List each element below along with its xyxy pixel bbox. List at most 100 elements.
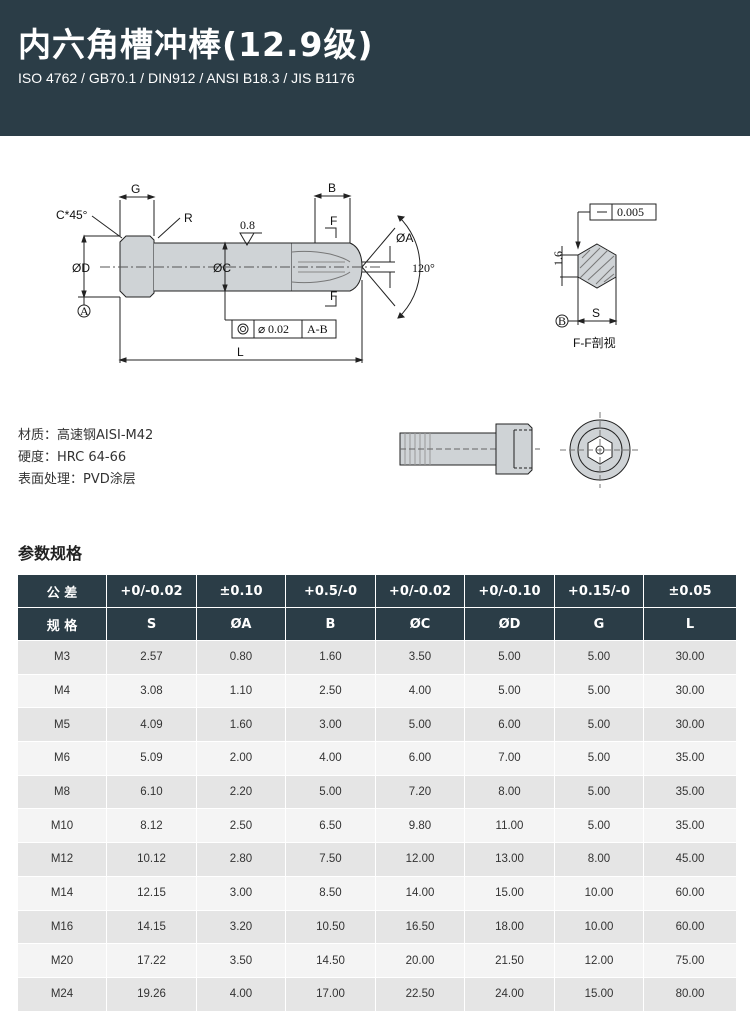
table-cell: 1.60 [285,640,376,675]
label-b: B [328,181,336,195]
table-cell: 7.50 [285,842,376,877]
label-section: F-F剖视 [573,335,616,350]
table-cell: 13.00 [464,842,555,877]
table-cell: 8.00 [464,774,555,810]
hardness-text: 硬度：HRC 64-66 [18,450,127,465]
header-cell: S [106,607,197,641]
table-cell: 45.00 [643,842,737,877]
table-cell: 75.00 [643,943,737,978]
table-cell: 18.00 [464,909,555,945]
label-runout-tol: 0.02 [268,322,289,336]
table-cell: 3.50 [375,640,465,675]
table-cell: 10.00 [554,909,644,945]
table-cell: 5.00 [554,774,644,810]
table-cell: 9.80 [375,808,465,844]
tolerance-row: 公 差 +0/-0.02 ±0.10 +0.5/-0 +0/-0.02 +0/-… [17,574,737,608]
table-cell: M14 [17,875,107,911]
table-cell: 5.00 [554,741,644,776]
table-cell: 5.00 [375,707,465,743]
label-l: L [237,345,244,359]
table-cell: 4.00 [196,976,286,1012]
header-cell: 公 差 [17,574,107,608]
label-s: S [592,306,600,320]
label-f-top: F [330,214,337,228]
table-cell: 2.50 [196,808,286,844]
material-properties: 材质：高速钢AISI-M42 硬度：HRC 64-66 表面处理：PVD涂层 [18,425,153,491]
header-cell: +0/-0.02 [106,574,197,608]
table-cell: 22.50 [375,976,465,1012]
table-cell: 80.00 [643,976,737,1012]
table-cell: M20 [17,943,107,978]
header-cell: +0.15/-0 [554,574,644,608]
column-header-row: 规 格 S ØA B ØC ØD G L [17,607,737,641]
header-cell: L [643,607,737,641]
table-cell: 5.00 [554,640,644,675]
table-cell: 20.00 [375,943,465,978]
surface-text: 表面处理：PVD涂层 [18,472,136,487]
table-cell: 5.09 [106,741,197,776]
label-chamfer: C*45° [56,208,88,222]
table-cell: 6.50 [285,808,376,844]
table-cell: 2.57 [106,640,197,675]
table-cell: 4.00 [375,673,465,709]
table-cell: 6.10 [106,774,197,810]
table-cell: 3.00 [196,875,286,911]
header-cell: ±0.10 [196,574,286,608]
table-cell: M24 [17,976,107,1012]
table-cell: 12.15 [106,875,197,911]
page-title: 内六角槽冲棒(12.9级) [18,25,374,64]
header-cell: +0/-0.10 [464,574,555,608]
table-cell: 30.00 [643,673,737,709]
label-runout-ref: A-B [307,322,328,336]
table-cell: 30.00 [643,707,737,743]
header-cell: ±0.05 [643,574,737,608]
page-header: 内六角槽冲棒(12.9级) ISO 4762 / GB70.1 / DIN912… [0,0,750,136]
table-cell: 60.00 [643,875,737,911]
table-cell: 5.00 [464,673,555,709]
table-cell: 2.00 [196,741,286,776]
header-cell: B [285,607,376,641]
header-cell: +0/-0.02 [375,574,465,608]
table-cell: 14.15 [106,909,197,945]
header-cell: ØD [464,607,555,641]
label-runout-symbol: ⌀ [258,322,265,336]
table-cell: 4.09 [106,707,197,743]
table-cell: 8.12 [106,808,197,844]
header-cell: 规 格 [17,607,107,641]
table-cell: 7.00 [464,741,555,776]
header-cell: G [554,607,644,641]
table-cell: 35.00 [643,808,737,844]
spec-table: 公 差 +0/-0.02 ±0.10 +0.5/-0 +0/-0.02 +0/-… [17,574,737,1012]
table-cell: 10.50 [285,909,376,945]
header-cell: +0.5/-0 [285,574,376,608]
table-cell: 7.20 [375,774,465,810]
table-cell: 15.00 [464,875,555,911]
table-cell: 4.00 [285,741,376,776]
label-r: R [184,211,193,225]
label-f-bottom: F [330,289,337,303]
label-dia-c: ØC [213,261,231,275]
screw-side-view [399,423,540,475]
table-cell: 60.00 [643,909,737,945]
table-cell: 12.00 [554,943,644,978]
table-cell: 11.00 [464,808,555,844]
label-datum-b: B [558,314,566,328]
table-cell: 1.60 [196,707,286,743]
table-cell: 5.00 [554,707,644,743]
label-angle: 120° [412,261,435,275]
table-cell: M12 [17,842,107,877]
table-cell: M3 [17,640,107,675]
table-cell: 21.50 [464,943,555,978]
table-cell: 2.50 [285,673,376,709]
table-cell: 0.80 [196,640,286,675]
table-cell: 10.00 [554,875,644,911]
screw-end-view [560,412,640,488]
